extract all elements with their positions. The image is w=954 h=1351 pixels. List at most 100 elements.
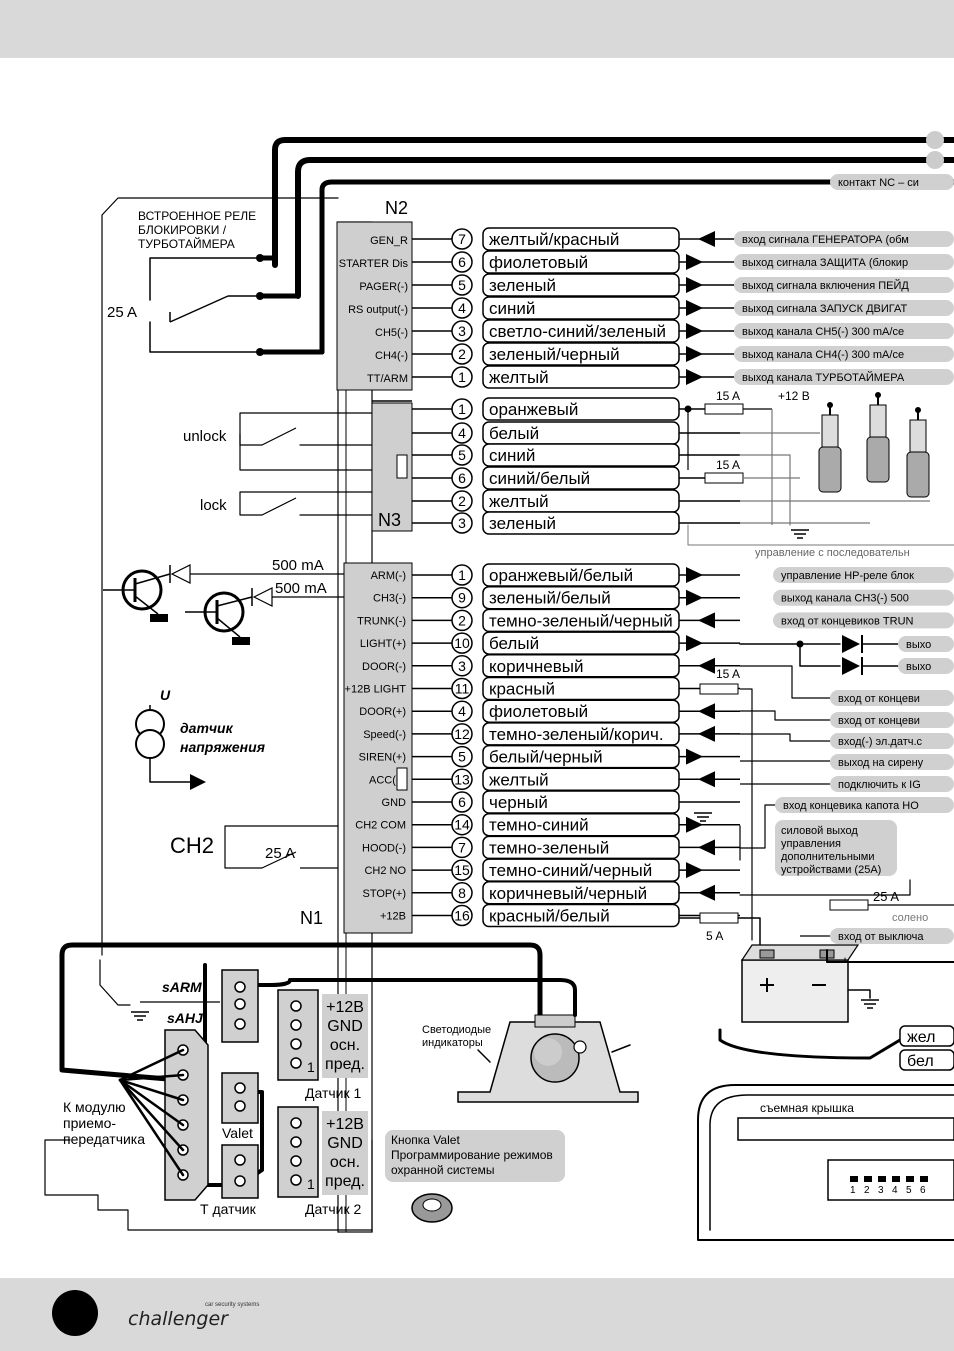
- sensor-pin-one: 1: [307, 1059, 315, 1075]
- cover-label: съемная крышка: [760, 1101, 854, 1115]
- n3-jumper: [396, 454, 408, 479]
- pin-number: 6: [458, 470, 466, 486]
- led-label-line: Светодиодые: [422, 1024, 491, 1036]
- pin-number-circle: [451, 791, 473, 813]
- sensor-name: Датчик 2: [305, 1201, 362, 1217]
- box: [818, 446, 842, 493]
- wire-color-label: красный: [489, 680, 555, 699]
- n2-connector-block: [336, 221, 413, 391]
- signal-description: контакт NC – си: [838, 177, 919, 189]
- wire-color-label: синий/белый: [489, 469, 590, 488]
- led-lamp-icon: [573, 1040, 587, 1054]
- wire-path: [44, 1139, 373, 1231]
- pin-number-circle: [451, 320, 473, 342]
- signal-description: выход сигнала ЗАЩИТА (блокир: [742, 257, 908, 269]
- wire-color-label: черный: [489, 793, 548, 812]
- valet-label: Valet: [222, 1125, 253, 1141]
- connector-pin: [290, 1155, 302, 1167]
- n2-pin-name: CH4(-): [375, 350, 408, 362]
- voltage-sensor-line2: напряжения: [180, 739, 265, 755]
- dot: [875, 392, 881, 398]
- solenoid-note: солено: [892, 912, 928, 924]
- dip-switch-number: 5: [906, 1185, 912, 1196]
- n2-pin-name: PAGER(-): [359, 281, 408, 293]
- signal-description-pill: [830, 174, 954, 190]
- arrow-in-icon: [698, 725, 715, 742]
- arrow-out-icon: [686, 862, 703, 879]
- transistor1-current: 500 mA: [272, 557, 324, 574]
- box: [909, 419, 927, 453]
- pin-number-circle: [451, 512, 473, 534]
- wire-color-label: темно-зеленый: [489, 838, 609, 857]
- arrow-out-icon: [686, 254, 703, 270]
- right-side-devices: [740, 944, 954, 1023]
- dip-switch-number: 3: [878, 1185, 884, 1196]
- pin-number: 5: [458, 749, 466, 765]
- t-sensor-label: Т датчик: [200, 1201, 257, 1217]
- diode-icon: [252, 587, 273, 607]
- wire-color-label: темно-синий: [489, 816, 589, 835]
- signal-description: выход сигнала включения ПЕЙД: [742, 279, 909, 292]
- signal-description: выход канала CH3(-) 500: [781, 593, 909, 605]
- pin-number-circle: [451, 859, 473, 881]
- power-output-box: [775, 820, 897, 876]
- led-ray-icon: [611, 1044, 631, 1053]
- power-output-line: управления: [781, 838, 841, 850]
- pin-number: 2: [458, 612, 466, 628]
- relay-title-line: БЛОКИРОВКИ /: [138, 223, 227, 237]
- n1-pin-name: STOP(+): [362, 888, 406, 900]
- arrow-in-icon: [698, 703, 715, 720]
- n1-pin-name: CH2 NO: [364, 865, 406, 877]
- door-actuator-icon: [866, 392, 890, 483]
- connector-pin: [290, 1019, 302, 1031]
- fuse-label: 15 A: [716, 458, 740, 472]
- wire-path: [799, 643, 841, 667]
- dot: [915, 407, 921, 413]
- wire-color-label: зеленый/черный: [489, 345, 620, 364]
- signal-description-pill: [734, 231, 954, 247]
- wire-path: [257, 255, 278, 268]
- battery-icon: [740, 944, 860, 1023]
- sarm-label: sARM: [162, 979, 202, 995]
- sensor-name: Датчик 1: [305, 1085, 362, 1101]
- signal-description-pill: [734, 346, 954, 362]
- connector-pin: [290, 1136, 302, 1148]
- connector-pin: [234, 1082, 246, 1094]
- signal-description: управление НР-реле блок: [781, 570, 914, 582]
- transceiver-label-line: передатчика: [63, 1131, 145, 1147]
- pin-number-circle: [451, 274, 473, 296]
- stop-fuse-icon: [829, 899, 869, 911]
- connector-pin: [290, 1057, 302, 1069]
- thick-wire-gen: [272, 137, 954, 268]
- signal-description-pill: [773, 589, 954, 606]
- wire-color-label: красный/белый: [489, 907, 610, 926]
- lock-label: lock: [200, 497, 227, 514]
- wire-path: [687, 524, 954, 546]
- signal-description: выхо: [906, 639, 931, 651]
- signal-description: вход(-) эл.датч.с: [838, 736, 923, 748]
- thick-wire-contact: [319, 179, 954, 355]
- signal-description-pill: [898, 636, 954, 652]
- wire-color-label: желтый: [489, 770, 549, 789]
- sensor-pin-label: +12В: [326, 1116, 364, 1133]
- wire-path: [737, 917, 761, 956]
- pin-number-circle: [451, 422, 473, 444]
- voltage-u-label: U: [160, 687, 171, 703]
- dip-switch-number: 6: [920, 1185, 926, 1196]
- relay-fuse-label: 25 A: [107, 304, 137, 321]
- polygon: [740, 944, 860, 961]
- n2-pin-name: TT/ARM: [367, 373, 408, 385]
- arrow-out-icon: [686, 589, 703, 606]
- wire-path: [149, 257, 261, 301]
- signal-description: выход на сирену: [838, 757, 924, 769]
- signal-description-pill: [734, 300, 954, 316]
- wire-path: [739, 454, 791, 526]
- arrow-in-icon: [698, 657, 715, 674]
- sensor-pin-label: GND: [327, 1135, 363, 1152]
- pin-number: 10: [454, 635, 470, 651]
- pin-number: 6: [458, 254, 466, 270]
- wire-color-label: темно-синий/черный: [489, 861, 652, 880]
- cable-end-icon: [926, 131, 944, 149]
